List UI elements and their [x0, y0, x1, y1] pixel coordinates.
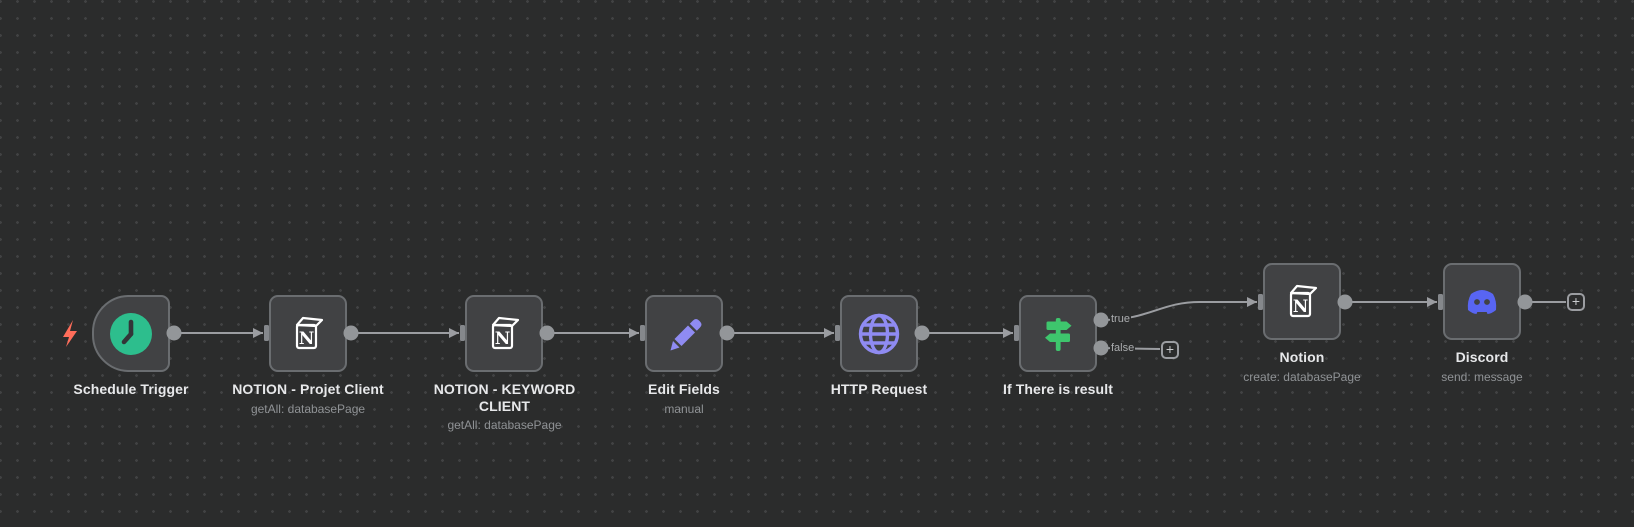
- signpost-icon: [1045, 317, 1072, 351]
- node-notion-create[interactable]: N: [1263, 263, 1341, 340]
- node-label: Edit Fields: [648, 381, 720, 397]
- trigger-bolt-icon: [63, 320, 77, 347]
- node-subtitle: getAll: databasePage: [250, 401, 366, 416]
- notion-icon: N: [1289, 284, 1318, 317]
- svg-text:N: N: [495, 329, 511, 349]
- add-node-button-discord[interactable]: +: [1567, 293, 1585, 311]
- add-node-button-false-branch[interactable]: +: [1161, 341, 1179, 359]
- node-discord[interactable]: [1443, 263, 1521, 340]
- svg-text:N: N: [1293, 297, 1309, 317]
- discord-icon: [1467, 289, 1497, 314]
- node-if-there-is-result[interactable]: [1019, 295, 1097, 372]
- node-subtitle: create: databasePage: [1243, 369, 1361, 384]
- if-false-port-label: false: [1110, 342, 1136, 355]
- notion-icon: N: [491, 316, 520, 349]
- node-label: Schedule Trigger: [73, 381, 189, 397]
- node-label: NOTION - Projet Client: [232, 381, 384, 397]
- node-notion-projet-client[interactable]: N: [269, 295, 347, 372]
- node-label: NOTION - KEYWORD CLIENT: [433, 381, 576, 414]
- svg-text:N: N: [299, 329, 315, 349]
- notion-icon: N: [295, 316, 324, 349]
- node-http-request[interactable]: [840, 295, 918, 372]
- node-label: If There is result: [1003, 381, 1113, 397]
- if-true-port-label: true: [1110, 313, 1131, 326]
- globe-icon: [858, 313, 900, 354]
- node-notion-keyword-client[interactable]: N: [465, 295, 543, 372]
- node-schedule-trigger[interactable]: [92, 295, 170, 372]
- node-label: Notion: [1279, 349, 1325, 365]
- pencil-icon: [670, 318, 702, 350]
- node-subtitle: manual: [664, 401, 704, 416]
- node-label: HTTP Request: [830, 381, 928, 397]
- node-subtitle: getAll: databasePage: [447, 418, 562, 432]
- node-edit-fields[interactable]: [645, 295, 723, 372]
- node-subtitle: send: message: [1441, 369, 1523, 384]
- node-label: Discord: [1455, 349, 1509, 365]
- clock-icon: [110, 312, 152, 355]
